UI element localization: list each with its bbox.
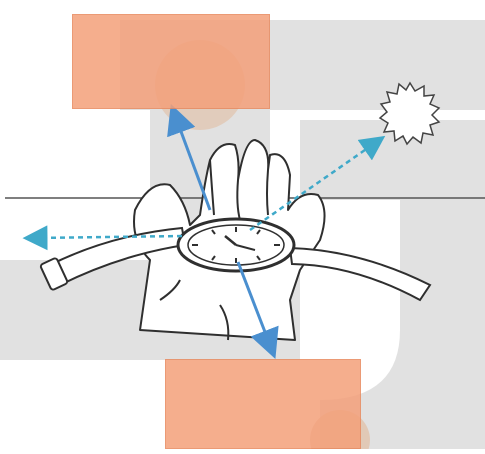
sun-direction-line — [249, 135, 386, 232]
label-box-top — [72, 14, 270, 109]
watch-icon — [176, 217, 296, 273]
north-arrow-up — [167, 103, 212, 211]
sun-icon — [378, 81, 441, 146]
south-arrow-down — [236, 261, 279, 359]
hour-hand-direction-line — [22, 225, 183, 251]
label-box-bottom — [165, 359, 361, 449]
watch-strap — [39, 226, 432, 302]
